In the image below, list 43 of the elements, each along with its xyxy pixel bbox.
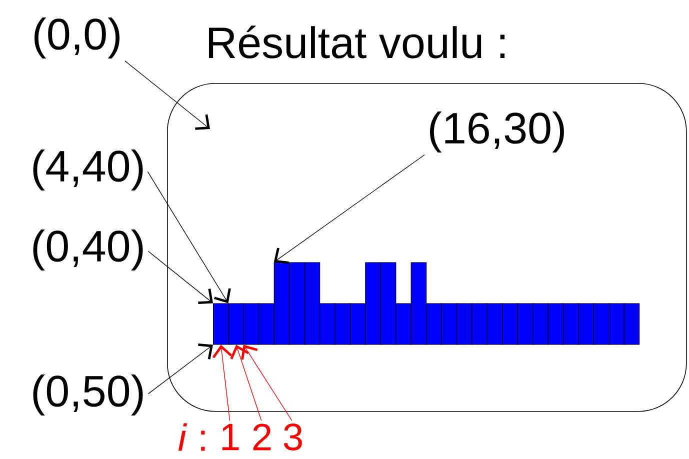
coordinate-label: (0,40) — [33, 230, 143, 270]
bar — [258, 303, 274, 345]
index-number: 3 — [284, 424, 302, 450]
index-number: 2 — [253, 424, 271, 450]
leader-arrow — [274, 154, 425, 264]
bar — [624, 303, 640, 345]
bar — [517, 303, 534, 345]
leader-arrow — [230, 344, 262, 421]
leader-arrow — [212, 344, 232, 422]
bar — [608, 303, 624, 345]
bar — [365, 262, 381, 345]
bar — [502, 303, 518, 345]
bar — [578, 303, 594, 345]
bar — [593, 303, 610, 345]
coordinate-label: (0,50) — [33, 374, 143, 416]
bar — [548, 303, 564, 345]
leader-arrow — [241, 344, 292, 422]
leader-arrow — [147, 171, 231, 304]
bar — [213, 303, 229, 345]
rounded-frame — [167, 83, 687, 412]
coordinate-label: (0,0) — [34, 18, 120, 58]
bar — [486, 303, 503, 345]
coordinate-label: (16,30) — [430, 112, 564, 152]
leader-arrow — [148, 250, 213, 304]
title: Résultat voulu : — [208, 26, 505, 58]
bar — [472, 303, 488, 345]
bar — [334, 303, 351, 345]
coordinate-label: (4,40) — [33, 150, 143, 190]
bar — [228, 303, 244, 345]
bar — [396, 303, 412, 345]
bar — [320, 303, 336, 345]
bar — [456, 303, 472, 345]
bar — [350, 303, 366, 345]
index-number: 1 — [222, 424, 239, 450]
bar — [532, 303, 548, 345]
leader-arrow — [124, 60, 210, 130]
bar — [426, 303, 442, 345]
bar — [562, 303, 579, 345]
bar — [243, 303, 260, 345]
leader-arrow — [148, 344, 213, 394]
index-label: i : — [178, 423, 205, 451]
bar — [441, 303, 458, 345]
bar — [289, 262, 305, 345]
